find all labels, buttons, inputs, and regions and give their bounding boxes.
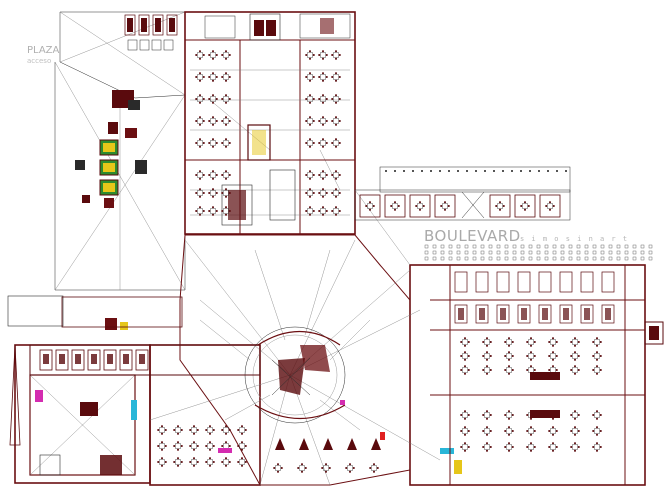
central-plaza — [244, 326, 346, 424]
boulevard-sublabel: s i m o s i n a r t — [520, 235, 629, 243]
south-dining-tables — [39, 349, 381, 473]
boulevard-label: BOULEVARD — [424, 227, 521, 245]
accent-markers — [218, 400, 462, 474]
south-west-rooms — [29, 344, 261, 476]
acceso-label: acceso — [27, 57, 51, 65]
north-block-interior — [185, 13, 355, 234]
building-outline — [14, 11, 646, 486]
north-dining-tables — [195, 50, 341, 216]
plaza-label: PLAZA — [27, 45, 60, 56]
plaza-spokes — [149, 99, 441, 486]
east-block-service — [430, 265, 664, 485]
west-stalls — [124, 14, 178, 51]
west-kiosks — [75, 90, 147, 330]
east-dining-tables — [454, 271, 615, 452]
corridor-booths — [359, 191, 561, 219]
west-stairs — [7, 295, 183, 446]
boulevard-paving — [385, 170, 653, 261]
